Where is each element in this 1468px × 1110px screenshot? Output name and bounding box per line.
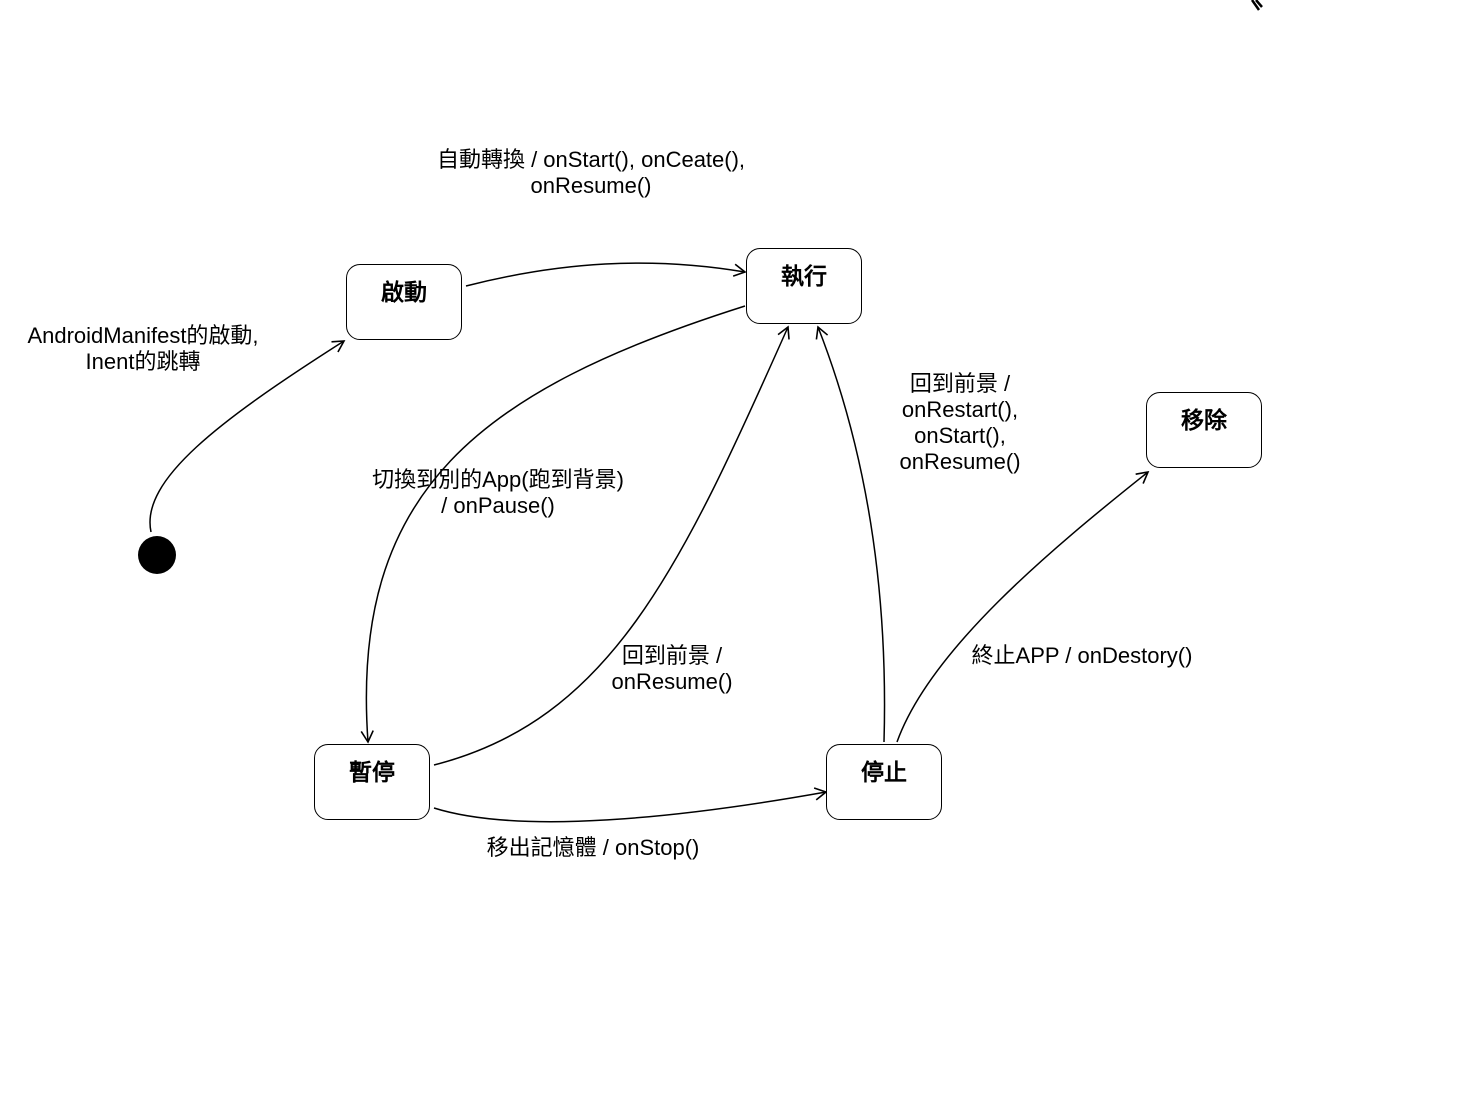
label-pause-to-stop: 移出記憶體 / onStop() bbox=[487, 835, 700, 861]
transition-run-to-pause bbox=[360, 305, 746, 744]
label-line: onResume() bbox=[899, 449, 1021, 474]
label-line: 切換到別的App(跑到背景) bbox=[372, 467, 624, 492]
label-line: onResume() bbox=[530, 173, 652, 198]
transition-stop-to-remove bbox=[896, 470, 1150, 743]
label-line: / onPause() bbox=[441, 493, 555, 518]
label-line: 回到前景 / bbox=[909, 371, 1011, 396]
transition-pause-to-stop bbox=[433, 787, 828, 823]
label-stop-to-remove: 終止APP / onDestory() bbox=[972, 643, 1193, 669]
label-line: onResume() bbox=[611, 669, 733, 694]
label-stop-to-run: 回到前景 / onRestart(), onStart(), onResume(… bbox=[899, 371, 1020, 475]
label-line: 回到前景 / bbox=[621, 643, 723, 668]
transition-stop-to-run bbox=[815, 325, 886, 743]
label-run-to-pause: 切換到別的App(跑到背景) / onPause() bbox=[372, 467, 624, 519]
label-start-to-run: 自動轉換 / onStart(), onCeate(), onResume() bbox=[437, 147, 745, 199]
label-line: onStart(), bbox=[914, 423, 1006, 448]
transition-start-to-run bbox=[465, 262, 747, 287]
label-line: onRestart(), bbox=[901, 397, 1019, 422]
label-line: 自動轉換 / onStart(), onCeate(), bbox=[436, 147, 746, 172]
state-start: 啟動 bbox=[346, 264, 462, 340]
initial-state-node bbox=[138, 536, 176, 574]
state-stop: 停止 bbox=[826, 744, 942, 820]
state-run: 執行 bbox=[746, 248, 862, 324]
state-remove: 移除 bbox=[1146, 392, 1262, 468]
state-pause: 暫停 bbox=[314, 744, 430, 820]
label-line: AndroidManifest的啟動, bbox=[27, 323, 259, 348]
cursor-icon bbox=[1250, 0, 1263, 11]
label-line: 移出記憶體 / onStop() bbox=[486, 835, 700, 860]
label-line: Inent的跳轉 bbox=[85, 349, 201, 374]
transition-initial-to-start bbox=[149, 340, 346, 533]
label-line: 終止APP / onDestory() bbox=[971, 643, 1193, 668]
transition-pause-to-run bbox=[433, 325, 790, 766]
label-pause-to-run: 回到前景 / onResume() bbox=[611, 643, 732, 695]
label-initial-to-start: AndroidManifest的啟動, Inent的跳轉 bbox=[27, 323, 258, 375]
